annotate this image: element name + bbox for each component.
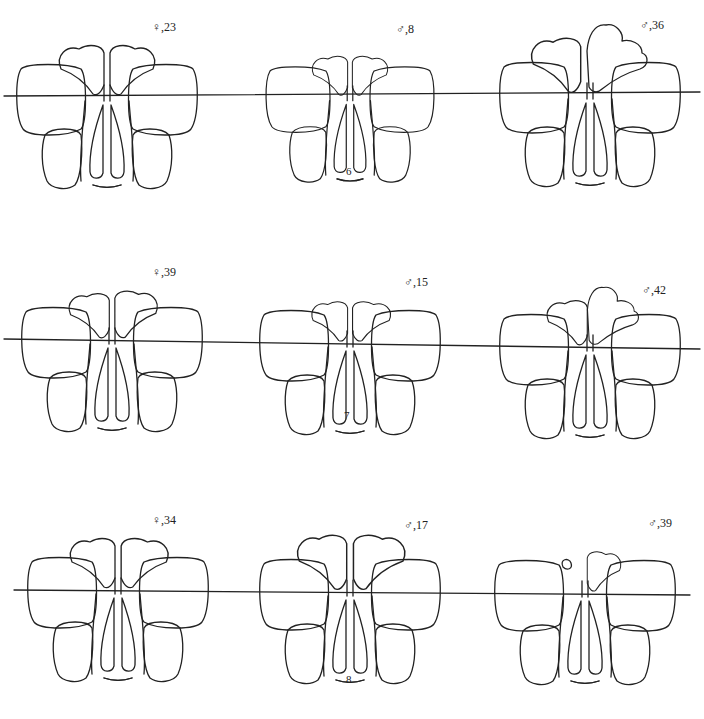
specimen-label: ♀,23 xyxy=(152,20,176,34)
specimen-label: ♂,8 xyxy=(396,22,414,36)
figure-number: 8 xyxy=(346,672,352,686)
skull-outline xyxy=(266,56,434,182)
specimen-label: ♂,15 xyxy=(404,275,428,289)
specimen-label: ♀,34 xyxy=(152,513,176,527)
skull-outline xyxy=(17,46,198,189)
specimen-label: ♂,17 xyxy=(404,518,428,532)
specimen-label: ♀,39 xyxy=(152,265,176,279)
reference-line xyxy=(4,92,700,96)
skull-outline xyxy=(28,539,209,682)
figure-number: 6 xyxy=(346,164,352,178)
skull-outline xyxy=(22,291,203,431)
specimen-label: ♂,42 xyxy=(642,283,666,297)
skull-outline xyxy=(260,302,441,435)
specimen-label: ♂,36 xyxy=(640,18,664,32)
skull-outline xyxy=(495,552,676,685)
figure-number: 7 xyxy=(344,408,350,422)
specimen-label: ♂,39 xyxy=(648,516,672,530)
skull-outline xyxy=(500,287,681,438)
skull-outline xyxy=(500,25,681,187)
skull-outline xyxy=(260,535,441,683)
